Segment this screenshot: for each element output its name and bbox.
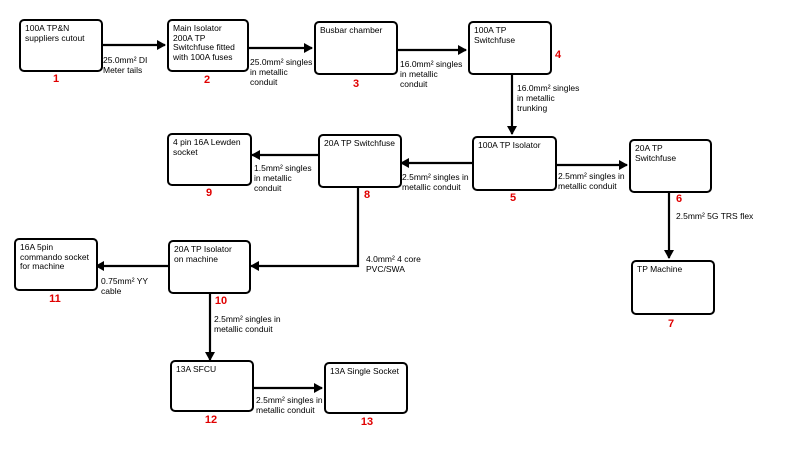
cable-label-3-4: 16.0mm² singles in metallic conduit [400, 59, 463, 89]
cable-label-10-11: 0.75mm² YY cable [101, 276, 149, 296]
node-5-number: 5 [509, 192, 517, 204]
node-8-number: 8 [363, 189, 371, 201]
node-1-number: 1 [52, 73, 60, 85]
node-2-label: Main Isolator 200A TP Switchfuse fitted … [173, 23, 235, 62]
node-10-label: 20A TP Isolator on machine [174, 244, 232, 264]
node-5-tp-isolator: 100A TP Isolator [472, 136, 557, 191]
node-10-number: 10 [214, 295, 228, 307]
node-12-sfcu: 13A SFCU [170, 360, 254, 412]
node-3-busbar-chamber: Busbar chamber [314, 21, 398, 75]
cable-label-1-2: 25.0mm² DI Meter tails [103, 55, 148, 75]
node-6-label: 20A TP Switchfuse [635, 143, 677, 163]
node-11-commando-socket: 16A 5pin commando socket for machine [14, 238, 98, 291]
node-1-label: 100A TP&N suppliers cutout [25, 23, 85, 43]
node-12-label: 13A SFCU [176, 364, 217, 374]
node-3-label: Busbar chamber [320, 25, 383, 35]
cable-label-10-12: 2.5mm² singles in metallic conduit [214, 314, 281, 334]
cable-label-8-9: 1.5mm² singles in metallic conduit [254, 163, 312, 193]
cable-label-8-10: 4.0mm² 4 core PVC/SWA [366, 254, 421, 274]
node-7-tp-machine: TP Machine [631, 260, 715, 315]
node-1-suppliers-cutout: 100A TP&N suppliers cutout [19, 19, 103, 72]
cable-label-12-13: 2.5mm² singles in metallic conduit [256, 395, 323, 415]
node-13-number: 13 [360, 416, 374, 428]
node-6-number: 6 [675, 193, 683, 205]
node-8-label: 20A TP Switchfuse [324, 138, 396, 148]
node-11-label: 16A 5pin commando socket for machine [20, 242, 89, 272]
node-7-label: TP Machine [637, 264, 683, 274]
node-4-number: 4 [554, 49, 562, 61]
cable-label-5-8: 2.5mm² singles in metallic conduit [402, 172, 469, 192]
cable-label-6-7: 2.5mm² 5G TRS flex [676, 211, 754, 221]
cable-label-4-5: 16.0mm² singles in metallic trunking [517, 83, 580, 113]
node-7-number: 7 [667, 318, 675, 330]
node-10-tp-isolator-machine: 20A TP Isolator on machine [168, 240, 251, 294]
connector-8-10 [250, 188, 360, 271]
node-6-switchfuse: 20A TP Switchfuse [629, 139, 712, 193]
node-5-label: 100A TP Isolator [478, 140, 541, 150]
node-4-label: 100A TP Switchfuse [474, 25, 516, 45]
node-9-label: 4 pin 16A Lewden socket [173, 137, 241, 157]
cable-label-2-3: 25.0mm² singles in metallic conduit [250, 57, 313, 87]
node-9-number: 9 [205, 187, 213, 199]
node-3-number: 3 [352, 78, 360, 90]
node-13-label: 13A Single Socket [330, 366, 399, 376]
node-9-lewden-socket: 4 pin 16A Lewden socket [167, 133, 252, 186]
cable-label-5-6: 2.5mm² singles in metallic conduit [558, 171, 625, 191]
node-11-number: 11 [49, 293, 61, 305]
node-4-switchfuse: 100A TP Switchfuse [468, 21, 552, 75]
node-8-switchfuse: 20A TP Switchfuse [318, 134, 402, 188]
node-2-main-isolator: Main Isolator 200A TP Switchfuse fitted … [167, 19, 249, 72]
node-12-number: 12 [204, 414, 218, 426]
node-2-number: 2 [203, 74, 211, 86]
node-13-single-socket: 13A Single Socket [324, 362, 408, 414]
